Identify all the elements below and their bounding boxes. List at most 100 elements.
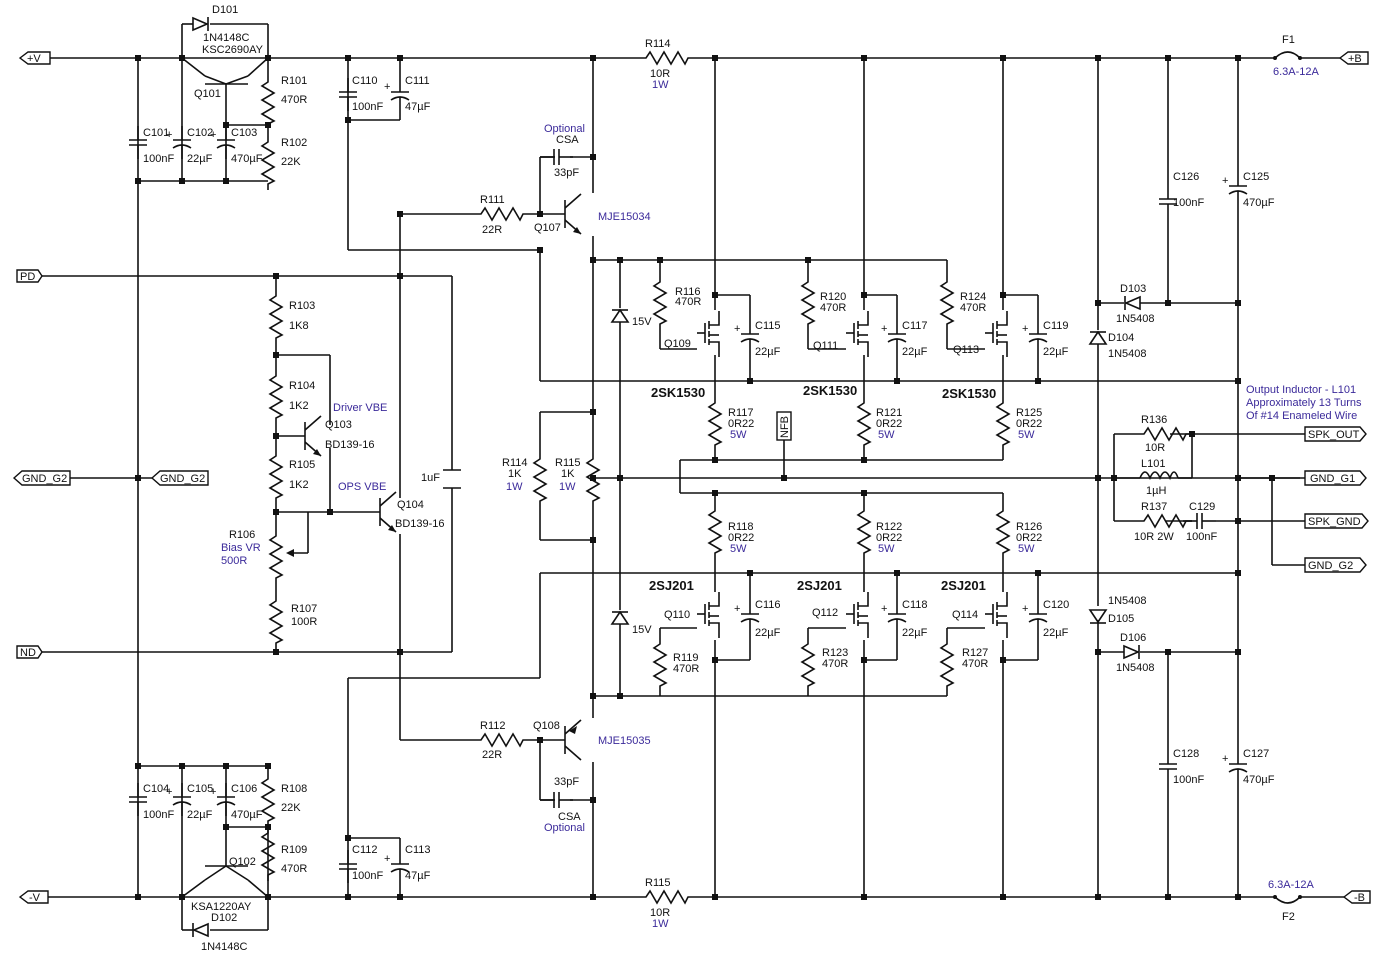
r102-value: 22K	[281, 156, 301, 168]
junction-dot	[747, 570, 753, 576]
d104-ref: D104	[1108, 332, 1134, 344]
junction-dot	[327, 509, 333, 515]
junction-dot	[781, 475, 787, 481]
r106-ref: R106	[229, 529, 255, 541]
q102-ref: Q102	[229, 856, 256, 868]
c-1uf-symbol	[443, 469, 461, 489]
r136-ref: R136	[1141, 414, 1167, 426]
r116-value: 470R	[675, 296, 701, 308]
q108-ref: Q108	[533, 720, 560, 732]
junction-dot	[1111, 475, 1117, 481]
c120-value: 22µF	[1043, 627, 1069, 639]
junction-dot	[223, 763, 229, 769]
l101-value: 1µH	[1146, 485, 1166, 497]
port-spk-gnd-label: SPK_GND	[1308, 516, 1361, 528]
junction-dot	[179, 763, 185, 769]
f2-value: 6.3A-12A	[1268, 879, 1315, 891]
junction-dot	[537, 737, 543, 743]
r118-value: 0R22	[728, 532, 754, 544]
q108-value: MJE15035	[598, 735, 651, 747]
junction-dot	[135, 894, 141, 900]
port-gnd-g2-left: GND_G2	[12, 470, 71, 486]
q111-ref: Q111	[813, 340, 838, 352]
r121-value: 0R22	[876, 418, 902, 430]
junction-dot	[1000, 894, 1006, 900]
junction-dot	[345, 835, 351, 841]
c125-value: 470µF	[1243, 197, 1275, 209]
q104-value: BD139-16	[395, 518, 445, 530]
r121-power: 5W	[878, 429, 895, 441]
r103-value: 1K8	[289, 320, 309, 332]
c128-ref: C128	[1173, 748, 1199, 760]
junction-dot	[1095, 475, 1101, 481]
c129-value: 100nF	[1186, 531, 1217, 543]
c110-value: 100nF	[352, 101, 383, 113]
r118-power: 5W	[730, 543, 747, 555]
c126-ref: C126	[1173, 171, 1199, 183]
zener-top-value: 15V	[632, 316, 652, 328]
c127-value: 470µF	[1243, 774, 1275, 786]
r112-value: 22R	[482, 749, 502, 761]
r117-ref: R117	[728, 407, 753, 419]
q101-symbol	[204, 75, 249, 85]
labels: D101 1N4148C KSC2690AY Q101 R101 470R R1…	[143, 4, 1362, 953]
r115b-ref: R115	[645, 877, 670, 889]
junction-dot	[1235, 378, 1241, 384]
junction-dot	[345, 55, 351, 61]
c105-value: 22µF	[187, 809, 213, 821]
d104-value: 1N5408	[1108, 348, 1147, 360]
d103-symbol	[1123, 295, 1141, 311]
junction-dot	[223, 824, 229, 830]
junction-dot	[617, 475, 623, 481]
c102-value: 22µF	[187, 153, 213, 165]
junction-dot	[1235, 649, 1241, 655]
q111-part: 2SK1530	[803, 383, 857, 398]
junction-dot	[345, 117, 351, 123]
c102-ref: C102	[187, 127, 213, 139]
junction-dot	[135, 763, 141, 769]
c104-ref: C104	[143, 783, 169, 795]
r109-value: 470R	[281, 863, 307, 875]
junction-dot	[590, 257, 596, 263]
inductor-note-line1: Output Inductor - L101	[1246, 384, 1356, 396]
junction-dot	[861, 657, 867, 663]
q107-ref: Q107	[534, 222, 561, 234]
junction-dot	[590, 409, 596, 415]
q104-ref: Q104	[397, 499, 424, 511]
r125-ref: R125	[1016, 407, 1042, 419]
d105-symbol	[1088, 609, 1108, 624]
port-pos-b: +B	[1338, 51, 1369, 65]
junction-dot	[861, 292, 867, 298]
nfb-label: NFB	[779, 416, 791, 438]
q112-ref: Q112	[812, 607, 838, 619]
junction-dot	[537, 247, 543, 253]
port-neg-v-label: -V	[29, 892, 41, 904]
r115m-power: 1W	[559, 481, 576, 493]
c103-value: 470µF	[231, 153, 263, 165]
r109-ref: R109	[281, 844, 307, 856]
r121-ref: R121	[876, 407, 902, 419]
junction-dot	[179, 178, 185, 184]
junction-dot	[223, 122, 229, 128]
port-gnd-g2-mid-label: GND_G2	[160, 473, 205, 485]
r107-ref: R107	[291, 603, 317, 615]
junction-dot	[265, 824, 271, 830]
c104-value: 100nF	[143, 809, 174, 821]
r123-value: 470R	[822, 658, 848, 670]
junction-dot	[273, 649, 279, 655]
port-gnd-g1-label: GND_G1	[1310, 473, 1355, 485]
r125-value: 0R22	[1016, 418, 1042, 430]
r137-value: 10R 2W	[1134, 531, 1174, 543]
nfb-tag: NFB	[776, 411, 792, 441]
junction-dot	[1035, 378, 1041, 384]
junction-dot	[1095, 894, 1101, 900]
c127-ref: C127	[1243, 748, 1269, 760]
q103-ref: Q103	[325, 419, 352, 431]
junction-dot	[712, 55, 718, 61]
junction-dot	[265, 55, 271, 61]
port-spk-out: SPK_OUT	[1304, 426, 1367, 442]
port-pos-v-label: +V	[27, 53, 41, 65]
junction-dot	[1235, 894, 1241, 900]
junction-dot	[537, 211, 543, 217]
